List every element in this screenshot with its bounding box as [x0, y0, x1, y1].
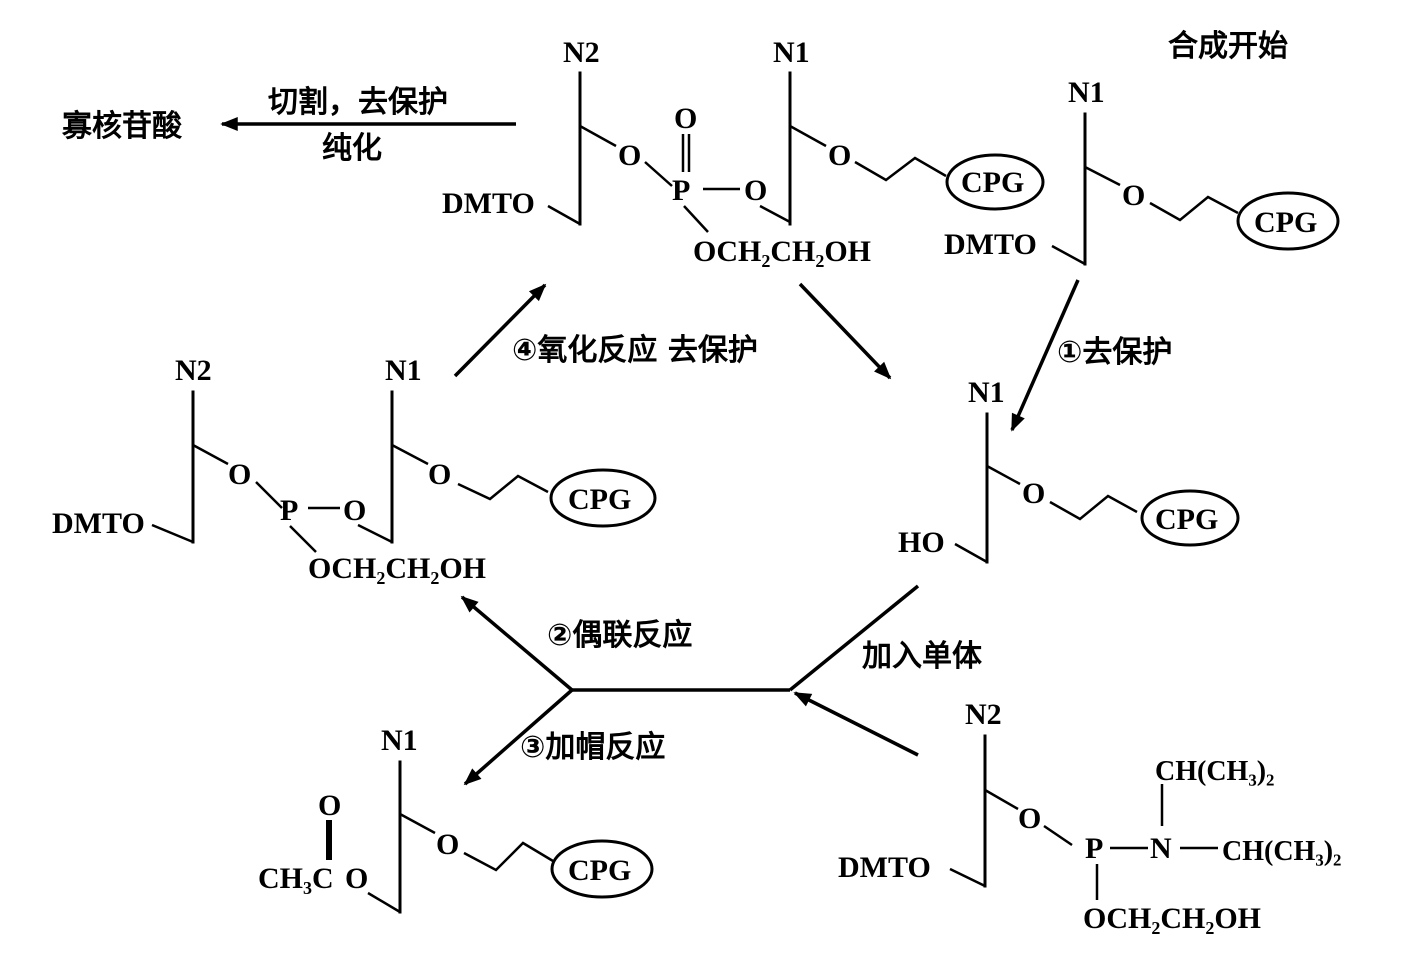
- atom-o: O: [1022, 477, 1045, 510]
- cpg-support: [1140, 489, 1240, 547]
- step1-label: ①去保护: [1057, 335, 1172, 370]
- label-ho: HO: [898, 526, 945, 559]
- label-n2: N2: [175, 354, 212, 387]
- label-dmto: DMTO: [838, 851, 931, 884]
- cpg-support: [945, 153, 1045, 211]
- sub-3: 3: [303, 878, 312, 898]
- step1-arrow: [1010, 279, 1080, 432]
- cpg-label: CPG: [1155, 503, 1218, 536]
- condition-cleave-deprotect: 切割，去保护: [268, 85, 448, 120]
- add-monomer-label: 加入单体: [862, 639, 983, 674]
- atom-o: O: [343, 494, 366, 527]
- label-och2ch2oh: OCH₂CH₂OH: [693, 235, 871, 268]
- label-n1: N1: [381, 724, 418, 757]
- atom-o-carbonyl: O: [318, 789, 341, 822]
- label-och2ch2oh: OCH₂CH₂OH: [308, 552, 486, 585]
- atom-o: O: [228, 458, 251, 491]
- cpg-label: CPG: [1254, 206, 1317, 239]
- atom-p: P: [1085, 832, 1103, 865]
- label-n1: N1: [1068, 76, 1105, 109]
- step2-label: ②偶联反应: [547, 618, 692, 653]
- deprotected-support-structure: N1 O CPG HO: [898, 376, 1240, 564]
- label-n2: N2: [563, 36, 600, 69]
- atom-o: O: [618, 139, 641, 172]
- monomer-in-arrow: [793, 691, 919, 757]
- step2-arrow: [460, 595, 574, 692]
- cpg-support: [549, 468, 657, 528]
- step3-label: ③加帽反应: [520, 730, 665, 765]
- add-monomer-line: [788, 584, 920, 692]
- atom-o: O: [428, 458, 451, 491]
- step4-arrow-up: [453, 283, 547, 378]
- atom-p: P: [672, 174, 690, 207]
- label-ch3c: CH3C: [258, 862, 334, 898]
- coupling-capping-junction: ②偶联反应 ③加帽反应 加入单体: [460, 584, 983, 786]
- label-n1: N1: [773, 36, 810, 69]
- label-dmto: DMTO: [944, 228, 1037, 261]
- c-text: C: [312, 862, 334, 895]
- atom-p: P: [280, 494, 298, 527]
- start-support-structure: N1 O CPG DMTO: [944, 76, 1340, 266]
- coupled-dimer-structure: N2 N1 O P O O CPG DMTO OCH₂CH₂OH: [52, 354, 657, 585]
- label-dmto: DMTO: [442, 187, 535, 220]
- step4-label: ④氧化反应 去保护: [512, 333, 758, 368]
- cpg-label: CPG: [568, 854, 631, 887]
- cpg-label: CPG: [961, 166, 1024, 199]
- atom-o: O: [828, 139, 851, 172]
- title-synthesis-start: 合成开始: [1168, 29, 1288, 64]
- label-dmto: DMTO: [52, 507, 145, 540]
- step3-arrow: [463, 688, 574, 786]
- label-isopropyl-top: CH(CH₃)₂: [1155, 756, 1274, 787]
- atom-o: O: [345, 862, 368, 895]
- condition-purify: 纯化: [322, 131, 382, 166]
- atom-o-double: O: [674, 102, 697, 135]
- phosphoramidite-monomer-structure: N2 O P N CH(CH₃)₂ CH(CH₃)₂ OCH₂CH₂OH DMT…: [838, 698, 1341, 935]
- label-n1: N1: [385, 354, 422, 387]
- step4-arrow-down: [798, 282, 892, 380]
- ch-text: CH: [258, 862, 303, 895]
- oxidized-dimer-structure: N2 N1 O P O O O CPG DMTO OCH₂CH₂OH: [442, 36, 1045, 268]
- label-och2ch2oh: OCH₂CH₂OH: [1083, 902, 1261, 935]
- atom-o: O: [1122, 179, 1145, 212]
- atom-o: O: [436, 828, 459, 861]
- final-step: 寡核苷酸 切割，去保护 纯化: [61, 85, 516, 166]
- cpg-support: [550, 839, 654, 899]
- label-isopropyl-right: CH(CH₃)₂: [1222, 836, 1341, 867]
- cpg-label: CPG: [568, 483, 631, 516]
- atom-n: N: [1150, 832, 1172, 865]
- atom-o: O: [744, 174, 767, 207]
- label-n1: N1: [968, 376, 1005, 409]
- product-oligonucleotide: 寡核苷酸: [61, 109, 183, 144]
- cpg-support: [1236, 191, 1340, 251]
- label-n2: N2: [965, 698, 1002, 731]
- atom-o: O: [1018, 802, 1041, 835]
- capped-support-structure: N1 O CPG O CH3C O: [258, 724, 654, 914]
